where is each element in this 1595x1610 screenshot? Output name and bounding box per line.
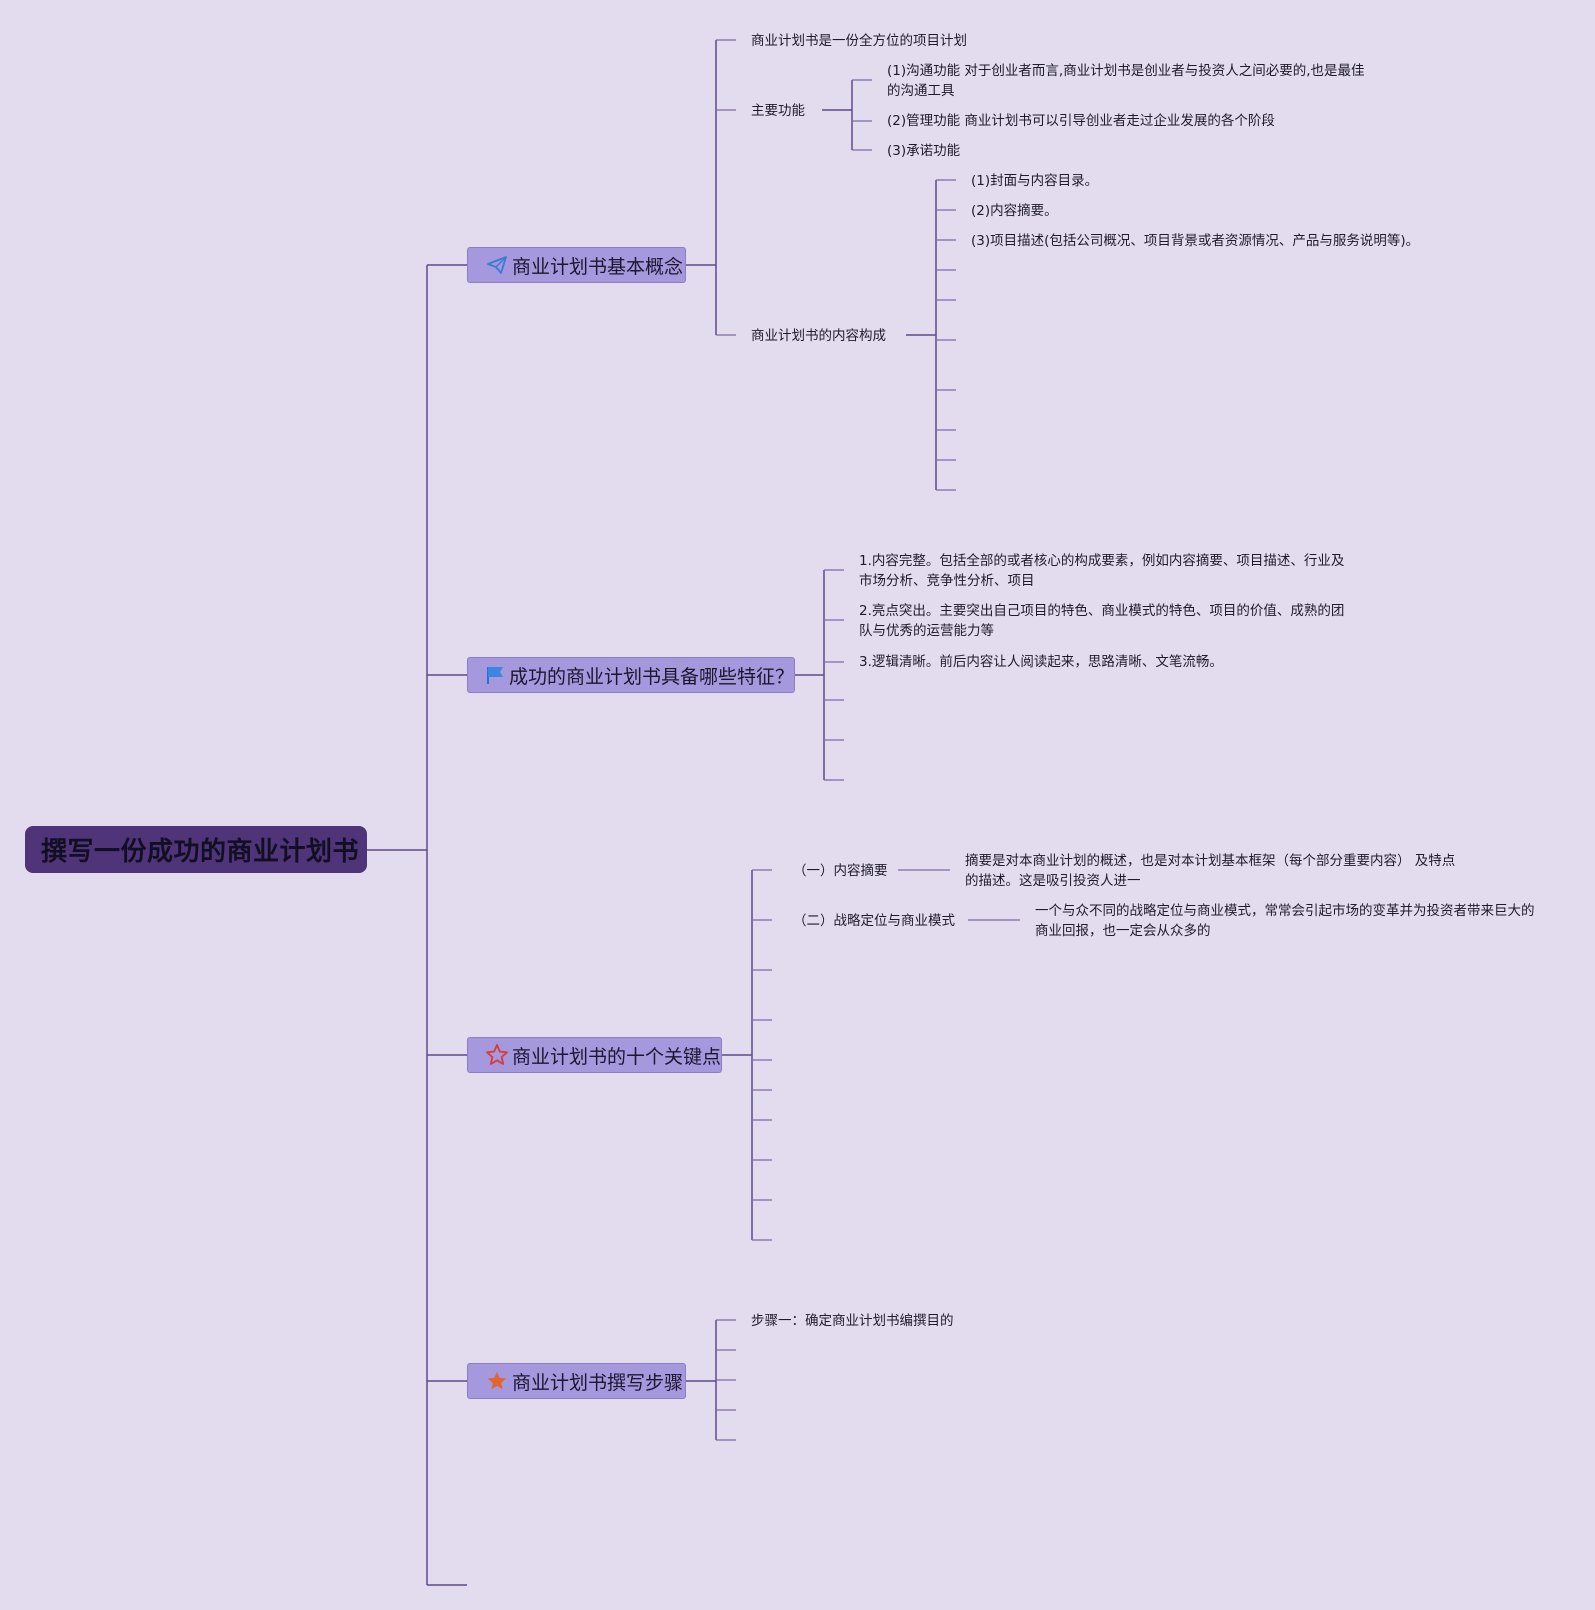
topic-label: 成功的商业计划书具备哪些特征？ — [508, 665, 794, 688]
topic-label: 商业计划书撰写步骤 — [512, 1371, 684, 1394]
feature-item[interactable]: 1.内容完整。包括全部的或者核心的构成要素，例如内容摘要、项目描述、行业及市场分… — [859, 553, 1345, 589]
root-topic[interactable]: 撰写一份成功的商业计划书 — [25, 826, 367, 873]
key-point-detail[interactable]: 摘要是对本商业计划的概述，也是对本计划基本框架（每个部分重要内容） 及特点的描述… — [965, 853, 1456, 889]
function-item[interactable]: (1)沟通功能 对于创业者而言,商业计划书是创业者与投资人之间必要的,也是最佳的… — [887, 63, 1365, 99]
key-point-label[interactable]: （二）战略定位与商业模式 — [793, 913, 955, 929]
function-item[interactable]: (2)管理功能 商业计划书可以引导创业者走过企业发展的各个阶段 — [887, 113, 1275, 129]
key-point-label[interactable]: （一）内容摘要 — [793, 863, 888, 879]
topic-label: 商业计划书基本概念 — [512, 255, 684, 278]
subtopic-content-composition[interactable]: 商业计划书的内容构成 — [751, 328, 886, 344]
root-title: 撰写一份成功的商业计划书 — [41, 837, 360, 867]
subtopic-main-functions[interactable]: 主要功能 — [751, 103, 805, 119]
paper-plane-icon — [484, 253, 510, 277]
flag-icon — [484, 663, 507, 687]
topic-ten-key-points[interactable]: 商业计划书的十个关键点 — [467, 1037, 722, 1073]
topic-writing-steps[interactable]: 商业计划书撰写步骤 — [467, 1363, 686, 1399]
composition-item[interactable]: (3)项目描述(包括公司概况、项目背景或者资源情况、产品与服务说明等)。 — [971, 233, 1420, 249]
topic-label: 商业计划书的十个关键点 — [511, 1045, 721, 1068]
feature-item[interactable]: 2.亮点突出。主要突出自己项目的特色、商业模式的特色、项目的价值、成熟的团队与优… — [859, 603, 1345, 639]
star-outline-icon — [484, 1043, 510, 1067]
composition-item[interactable]: (1)封面与内容目录。 — [971, 173, 1099, 189]
star-filled-icon — [484, 1369, 510, 1393]
step-item[interactable]: 步骤一：确定商业计划书编撰目的 — [751, 1313, 954, 1329]
topic-basic-concepts[interactable]: 商业计划书基本概念 — [467, 247, 686, 283]
key-point-detail[interactable]: 一个与众不同的战略定位与商业模式，常常会引起市场的变革并为投资者带来巨大的商业回… — [1035, 903, 1535, 939]
subtopic-intro[interactable]: 商业计划书是一份全方位的项目计划 — [751, 33, 967, 49]
function-item[interactable]: (3)承诺功能 — [887, 143, 961, 159]
topic-success-features[interactable]: 成功的商业计划书具备哪些特征？ — [467, 657, 795, 693]
composition-item[interactable]: (2)内容摘要。 — [971, 203, 1058, 219]
feature-item[interactable]: 3.逻辑清晰。前后内容让人阅读起来，思路清晰、文笔流畅。 — [859, 654, 1223, 670]
